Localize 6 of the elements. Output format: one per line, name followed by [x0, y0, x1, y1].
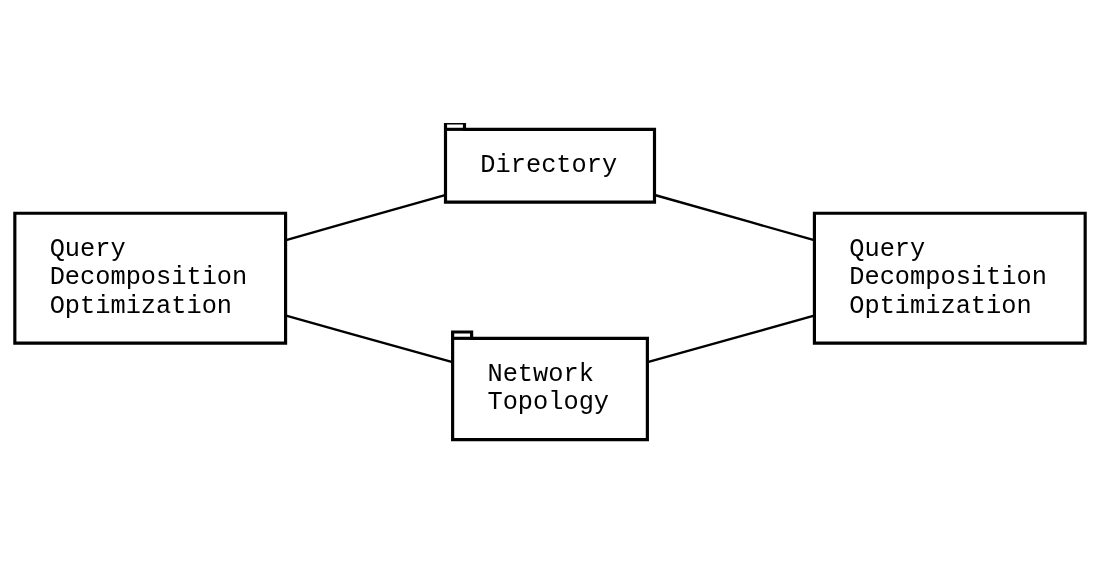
connector [654, 193, 815, 242]
node-box: Query Decomposition Optimization [13, 211, 288, 345]
node-box: Query Decomposition Optimization [812, 211, 1087, 345]
connector [647, 314, 815, 364]
connector [285, 314, 453, 364]
connector [285, 193, 446, 242]
